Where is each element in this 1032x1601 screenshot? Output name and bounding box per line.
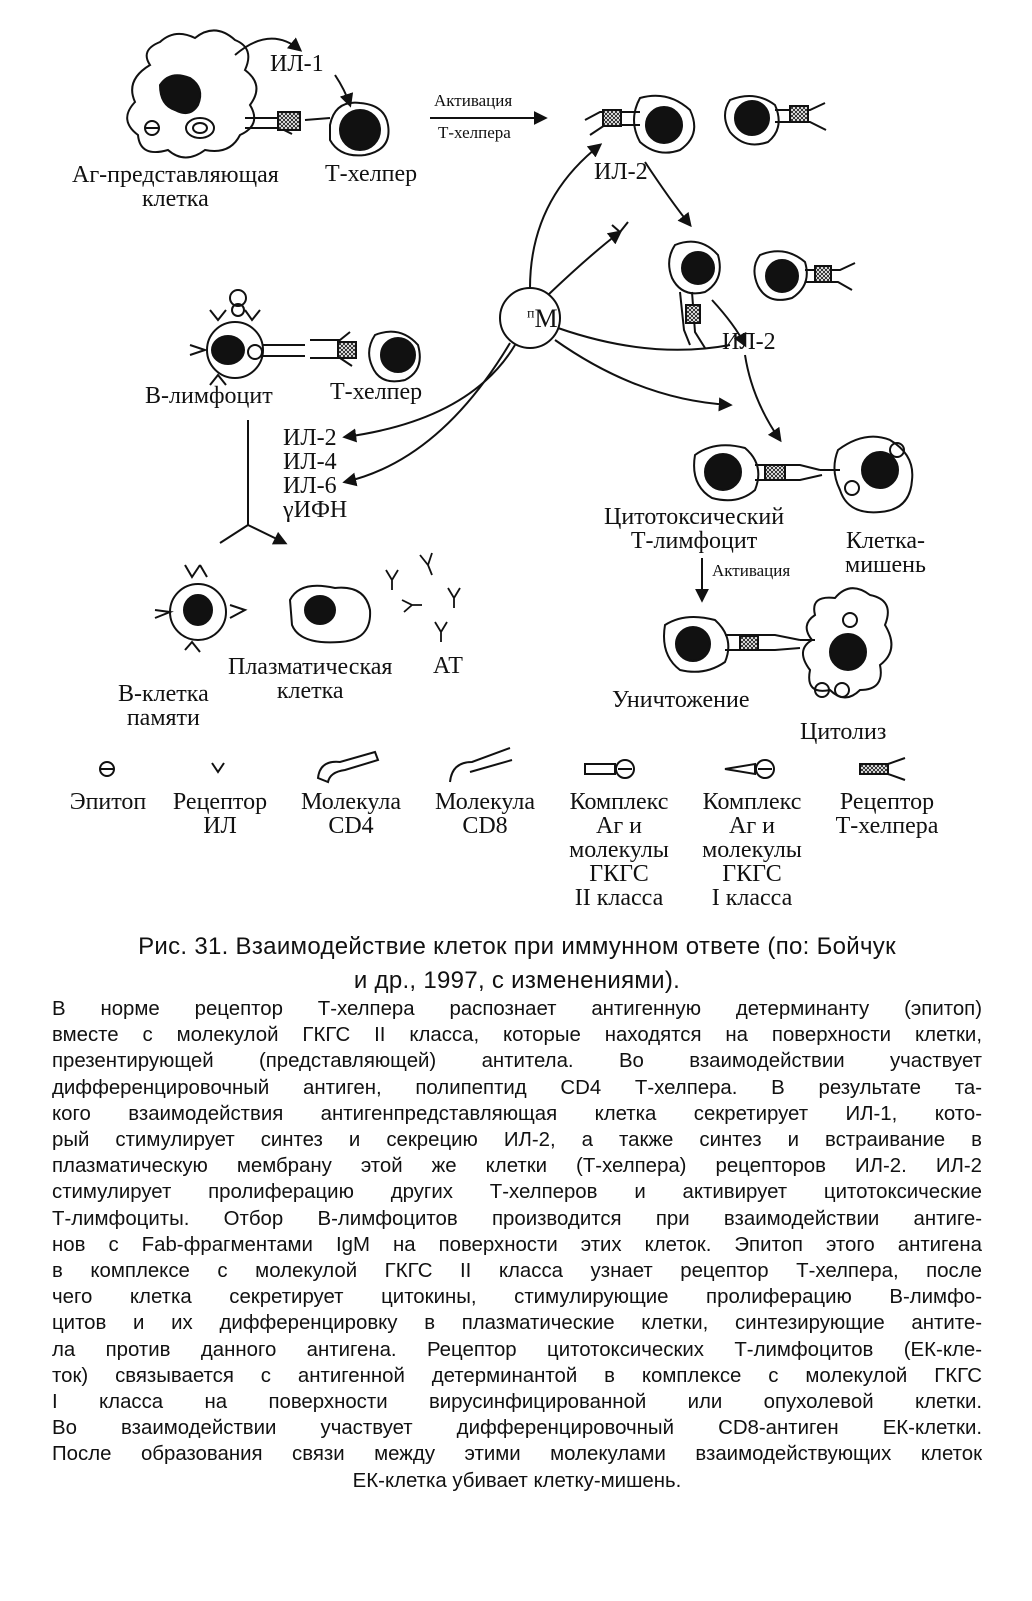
body-line: стимулирует пролиферацию других Т-хелпер… [52,1181,982,1204]
th-cell-mid [310,330,421,383]
cytokine-il2: ИЛ-2 [283,425,337,451]
cytokine-il6: ИЛ-6 [283,473,337,499]
th-cell-top [304,101,390,157]
body-line: После образования связи между этими моле… [52,1443,982,1466]
label-activation-ctl: Активация [712,561,791,580]
label-apc: Аг-представляющая клетка [72,162,279,212]
legend-cd8: Молекула CD8 [435,789,535,839]
label-ctl: Цитотоксический Т-лимфоцит [604,504,785,554]
cd8-icon [449,747,513,783]
b-arrow-split [219,524,285,543]
label-macrophage-main: М [534,304,558,333]
body-line: цитов и их дифференцировку в плазматичес… [52,1312,982,1335]
macrophage-arrow-right [557,327,731,351]
body-line: презентирующей (представляющей) антитела… [52,1050,982,1073]
body-line: плазматическую мембрану этой же клетки (… [52,1155,982,1178]
legend-il-receptor: Рецептор ИЛ [172,789,268,839]
label-il2-a: ИЛ-2 [594,159,648,185]
th-receptor-icon [859,757,906,781]
cd4-icon [316,750,380,784]
body-line: Во взаимодействии участвует дифференциро… [52,1417,982,1440]
epitope-icon [99,761,115,777]
label-cytolysis: Цитолиз [800,719,887,745]
memory-b-cell [154,564,248,653]
label-memory-b: В-клетка памяти [118,681,209,731]
label-th-top: Т-хелпер [325,161,418,187]
b-lymphocyte [189,289,305,386]
caption-line-1: Рис. 31. Взаимодействие клеток при иммун… [138,933,896,960]
label-il2-b: ИЛ-2 [722,329,776,355]
cytokine-il4: ИЛ-4 [283,449,337,475]
lysed-target-cell [800,587,893,699]
il2-arrow-2 [711,299,747,348]
macrophage-arrow-th [547,230,623,296]
label-activation-th-1: Активация [434,91,513,110]
th-activated-1 [584,94,696,154]
figure-caption: Рис. 31. Взаимодействие клеток при иммун… [52,930,982,998]
label-b-lymphocyte: В-лимфоцит [145,383,273,409]
body-line: рый стимулирует синтез и секрецию ИЛ-2, … [52,1129,982,1152]
body-line: в комплексе с молекулой ГКГС II класса у… [52,1260,982,1283]
il2-receptor-1 [611,221,629,234]
th-activated-2 [724,95,827,146]
macrophage-arrow-ctl [554,339,733,412]
macrophage-arrow-top [529,143,603,289]
label-antibodies: АТ [433,653,463,679]
th-dividing-1 [668,240,721,349]
label-activation-th-2: Т-хелпера [438,123,511,142]
body-paragraph: В норме рецептор Т-хелпера распознает ан… [52,996,982,1494]
body-line: В норме рецептор Т-хелпера распознает ан… [52,998,982,1020]
body-line: вместе с молекулой ГКГС II класса, котор… [52,1024,982,1047]
legend-mhc-i: Комплекс Аг и молекулы ГКГС I класса [702,789,802,911]
diagram-drawing [99,29,914,784]
body-line: ЕК-клетка убивает клетку-мишень. [352,1469,682,1492]
label-macrophage: пМ [527,306,558,332]
antibodies [385,552,461,642]
th-dividing-2 [753,250,856,301]
il2-arrow-3 [744,354,782,443]
body-line: дифференцировочный антиген, полипептид C… [52,1076,982,1099]
il1-arrow [234,37,303,56]
caption-line-2: и др., 1997, с изменениями). [353,967,681,994]
legend-th-receptor: Рецептор Т-хелпера [835,789,939,839]
body-line: ла против данного антигена. Рецептор цит… [52,1338,982,1361]
il-receptor-icon [211,762,225,774]
il2-arrow-1 [644,161,692,228]
macrophage-arrow-left [342,344,516,443]
label-destruction: Уничтожение [612,687,750,713]
label-plasma-cell: Плазматическая клетка [228,654,393,704]
label-il1: ИЛ-1 [270,51,324,77]
cytokine-list: ИЛ-2 ИЛ-4 ИЛ-6 γИФН [283,426,347,522]
il1-arrow-down [334,74,354,108]
ctl-destroying [663,615,801,673]
label-th-mid: Т-хелпер [330,379,423,405]
apc-cell [126,29,301,159]
body-line: нов с Fab-фрагментами IgM на поверхности… [52,1233,982,1256]
ctl-cell [693,444,823,502]
plasma-cell [288,584,372,644]
macrophage-arrow-left2 [342,342,511,487]
label-macrophage-sup: п [527,306,535,322]
target-cell [820,435,914,514]
mhc-i-complex-icon [724,759,775,779]
legend-cd4: Молекула CD4 [301,789,401,839]
body-line: чего клетка секретирует цитокины, стимул… [52,1286,982,1309]
legend-mhc-ii: Комплекс Аг и молекулы ГКГС II класса [569,789,669,911]
body-line: кого взаимодействия антигенпредставляюща… [52,1102,982,1125]
cytokine-ifn: γИФН [283,497,348,523]
body-line: ток) связывается с антигенной детерминан… [52,1364,982,1387]
legend-epitope: Эпитоп [69,789,147,815]
mhc-ii-complex-icon [584,759,635,779]
label-target-cell: Клетка- мишень [845,528,926,578]
immune-response-diagram: ИЛ-1 Активация Т-хелпера Аг-представляющ… [69,29,939,911]
body-line: I класса на поверхности вирусинфицирован… [52,1391,982,1414]
body-line: Т-лимфоциты. Отбор В-лимфоцитов производ… [52,1207,982,1230]
